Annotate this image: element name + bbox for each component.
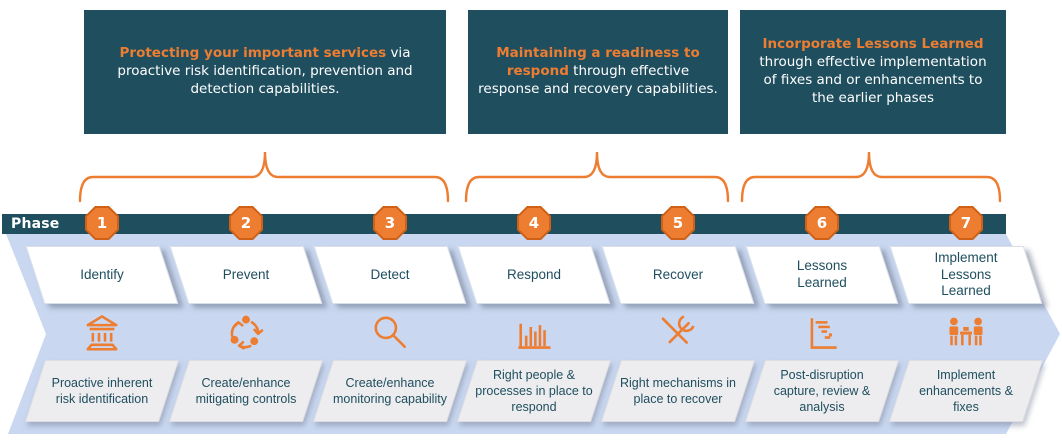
phase-label: Phase [11, 216, 60, 232]
callout-protect: Protecting your important services via p… [84, 10, 446, 134]
tools-icon [661, 315, 695, 344]
phase-description: Create/enhance monitoring capability [333, 375, 447, 406]
phase-name: Lessons Learned [796, 258, 848, 290]
callout-highlight: Maintaining a readiness to respond [496, 45, 700, 80]
phase-icon-slot [944, 304, 988, 360]
phase-name: Identify [80, 266, 124, 282]
phase-icon-slot [800, 304, 844, 360]
bar-chart-icon [518, 323, 551, 349]
phase-column: 3 Detect Create/enhance monitoring capab… [318, 206, 462, 422]
phase-number: 2 [231, 208, 261, 238]
phase-icon-slot [368, 304, 412, 360]
phase-name-box: Recover [611, 246, 745, 304]
gantt-chart-icon [810, 318, 837, 349]
phase-description-box: Create/enhance mitigating controls [179, 360, 313, 422]
phase-name: Respond [506, 266, 562, 282]
callout-respond-text: Maintaining a readiness to respond throu… [468, 45, 728, 98]
phase-number-badge: 6 [805, 206, 839, 240]
phase-column: 6 Lessons Learned Post-disruption captur… [750, 206, 894, 422]
phase-number-badge: 7 [949, 206, 983, 240]
phase-description: Right mechanisms in place to recover [619, 375, 736, 406]
phase-description-box: Right people & processes in place to res… [467, 360, 601, 422]
callout-highlight: Protecting your important services [119, 45, 387, 62]
phase-number-badge: 3 [373, 206, 407, 240]
phase-name-box: Identify [35, 246, 169, 304]
phase-column: 2 Prevent Create/enhance mitigating cont… [174, 206, 318, 422]
phase-icon-slot [656, 304, 700, 360]
callout-lessons: Incorporate Lessons Learned through effe… [740, 10, 1006, 134]
phase-icon-slot [80, 304, 124, 360]
callout-highlight: Incorporate Lessons Learned [762, 36, 984, 53]
callout-rest: through effective implementation of fixe… [759, 54, 987, 106]
phase-description-box: Implement enhancements & fixes [899, 360, 1033, 422]
callout-rest: via proactive risk identification, preve… [117, 45, 413, 97]
phase-name-box: Implement Lessons Learned [899, 246, 1033, 304]
curly-brace-1 [78, 151, 450, 203]
meeting-icon [949, 317, 983, 346]
phase-number: 3 [375, 208, 405, 238]
phase-description: Proactive inherent risk identification [51, 375, 153, 406]
cycle-arrows-icon [230, 315, 264, 350]
phase-description-box: Post-disruption capture, review & analys… [755, 360, 889, 422]
phase-name-box: Prevent [179, 246, 313, 304]
phase-icon-slot [224, 304, 268, 360]
phase-columns: 1 Identify Proactive inherent risk ident… [30, 206, 1038, 422]
phase-description: Implement enhancements & fixes [919, 367, 1013, 415]
phase-number-badge: 1 [85, 206, 119, 240]
bank-icon [86, 315, 118, 351]
phase-column: 1 Identify Proactive inherent risk ident… [30, 206, 174, 422]
phase-number-badge: 2 [229, 206, 263, 240]
phase-number: 6 [807, 208, 837, 238]
phase-description-box: Create/enhance monitoring capability [323, 360, 457, 422]
phase-name-box: Lessons Learned [755, 246, 889, 304]
callout-lessons-text: Incorporate Lessons Learned through effe… [740, 36, 1006, 107]
phase-column: 5 Recover Right mechanisms in place to r… [606, 206, 750, 422]
phase-description-box: Proactive inherent risk identification [35, 360, 169, 422]
phase-column: 7 Implement Lessons Learned [894, 206, 1038, 422]
phase-number: 4 [519, 208, 549, 238]
curly-brace-2 [464, 151, 730, 203]
phase-number-badge: 4 [517, 206, 551, 240]
phase-icon-slot [512, 304, 556, 360]
callout-rest: through effective response and recovery … [478, 63, 718, 97]
phase-number: 5 [663, 208, 693, 238]
phase-number-badge: 5 [661, 206, 695, 240]
phase-name-box: Detect [323, 246, 457, 304]
phase-description: Create/enhance mitigating controls [195, 375, 297, 406]
callout-respond: Maintaining a readiness to respond throu… [468, 10, 728, 134]
phase-column: 4 Respond Right people & processes in pl… [462, 206, 606, 422]
phase-name: Prevent [222, 266, 270, 282]
phase-number: 7 [951, 208, 981, 238]
curly-brace-3 [740, 151, 1002, 203]
phase-name: Implement Lessons Learned [934, 249, 998, 299]
magnifier-icon [374, 316, 406, 348]
phase-description: Right people & processes in place to res… [475, 367, 593, 415]
phase-name: Detect [370, 266, 410, 282]
phase-name: Recover [652, 266, 704, 282]
callout-protect-text: Protecting your important services via p… [84, 45, 446, 98]
phase-description-box: Right mechanisms in place to recover [611, 360, 745, 422]
phase-name-box: Respond [467, 246, 601, 304]
phase-number: 1 [87, 208, 117, 238]
phase-description: Post-disruption capture, review & analys… [773, 367, 871, 415]
